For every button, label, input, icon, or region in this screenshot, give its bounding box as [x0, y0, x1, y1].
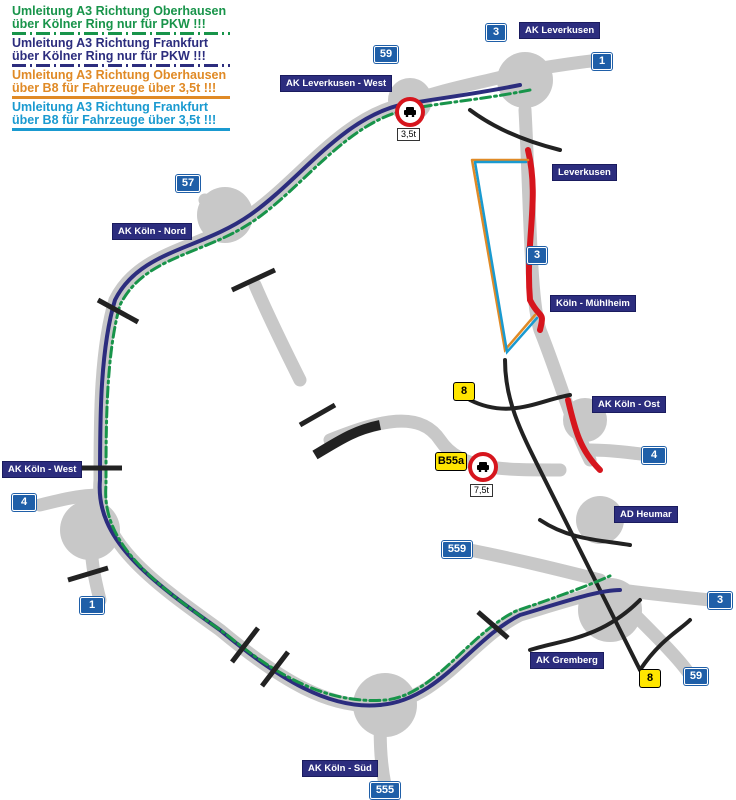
block-west-2: [67, 565, 109, 583]
closure-a3: [525, 147, 545, 333]
legend-4-swatch: [12, 128, 230, 131]
shield-a1-top: 1: [592, 53, 612, 70]
label-koeln-muehlheim: Köln - Mühlheim: [550, 295, 636, 312]
b8-east: [638, 618, 692, 672]
b8-gremberg: [528, 598, 642, 652]
weight-limit-plate-2: 7,5t: [470, 484, 494, 497]
shield-b55a: B55a: [436, 453, 466, 470]
legend-3-swatch: [12, 96, 230, 99]
closed-section: [525, 147, 603, 473]
interchange-heumar: [576, 496, 624, 544]
block-inner-1: [230, 267, 277, 293]
b8-north: [468, 108, 562, 152]
label-ak-koeln-sued: AK Köln - Süd: [302, 760, 378, 777]
block-inner-2: [298, 402, 337, 428]
b8-cross-1: [468, 393, 572, 411]
block-sued-1: [230, 626, 260, 664]
closure-a3-east-branch: [565, 397, 603, 473]
no-vehicles-sign-1: [395, 97, 425, 127]
grey-interchanges: [60, 52, 642, 737]
shield-a3-top: 3: [486, 24, 506, 41]
label-ak-leverkusen-west: AK Leverkusen - West: [280, 75, 393, 92]
shield-a59-bottom: 59: [684, 668, 708, 685]
label-ak-koeln-west: AK Köln - West: [2, 461, 83, 478]
label-ad-heumar: AD Heumar: [614, 506, 678, 523]
shield-b8-top: 8: [454, 383, 474, 400]
car-icon: [404, 107, 416, 117]
shield-a3-mid: 3: [527, 247, 547, 264]
ring-diversion: [97, 83, 622, 708]
shield-b8-bottom: 8: [640, 670, 660, 687]
road-a559: [463, 543, 607, 587]
interchange-koeln-nord: [197, 187, 253, 243]
legend-3-line2: über B8 für Fahrzeuge über 3,5t !!!: [12, 81, 217, 95]
shield-a3-east: 3: [708, 592, 732, 609]
closure-marks: [67, 267, 510, 688]
shield-a4-east: 4: [642, 447, 666, 464]
road-a4-west: [33, 488, 107, 512]
shield-a1-bottom: 1: [80, 597, 104, 614]
legend-1-line1: Umleitung A3 Richtung Oberhausen: [12, 4, 227, 18]
ring-road: [93, 98, 627, 713]
cyan-route: [473, 160, 539, 355]
b8-road: [503, 358, 642, 672]
legend-1-swatch: [12, 32, 230, 35]
block-gremberg: [476, 610, 510, 640]
legend-2-line1: Umleitung A3 Richtung Frankfurt: [12, 36, 209, 50]
shield-a559: 559: [442, 541, 472, 558]
shield-a4-west: 4: [12, 494, 36, 511]
shield-a59-top: 59: [374, 46, 398, 63]
label-leverkusen: Leverkusen: [552, 164, 617, 181]
thick-road-b55a: [312, 420, 382, 460]
legend-2-swatch: [12, 64, 230, 67]
block-sued-2: [260, 650, 290, 688]
green-route: [104, 88, 614, 702]
weight-limit-plate-1: 3,5t: [397, 128, 421, 141]
block-nord: [96, 297, 140, 325]
navy-route: [97, 83, 622, 708]
label-ak-koeln-ost: AK Köln - Ost: [592, 396, 666, 413]
interchange-leverkusen: [497, 52, 553, 108]
b8-cross-2: [538, 518, 632, 547]
black-roads: [468, 108, 692, 672]
shield-a57: 57: [176, 175, 200, 192]
legend-3-line1: Umleitung A3 Richtung Oberhausen: [12, 68, 227, 82]
car-icon: [477, 462, 489, 472]
no-vehicles-sign-2: [468, 452, 498, 482]
label-ak-koeln-nord: AK Köln - Nord: [112, 223, 193, 240]
legend-2-line2: über Kölner Ring nur für PKW !!!: [12, 49, 206, 63]
orange-route: [470, 158, 537, 353]
legend-4-line2: über B8 für Fahrzeuge über 3,5t !!!: [12, 113, 217, 127]
truck-diversion: [470, 158, 539, 355]
label-ak-gremberg: AK Gremberg: [530, 652, 604, 669]
legend-1-line2: über Kölner Ring nur für PKW !!!: [12, 17, 206, 31]
label-ak-leverkusen: AK Leverkusen: [519, 22, 601, 39]
legend-4-line1: Umleitung A3 Richtung Frankfurt: [12, 100, 209, 114]
shield-a555: 555: [370, 782, 400, 799]
road-inner-north: [248, 278, 307, 387]
